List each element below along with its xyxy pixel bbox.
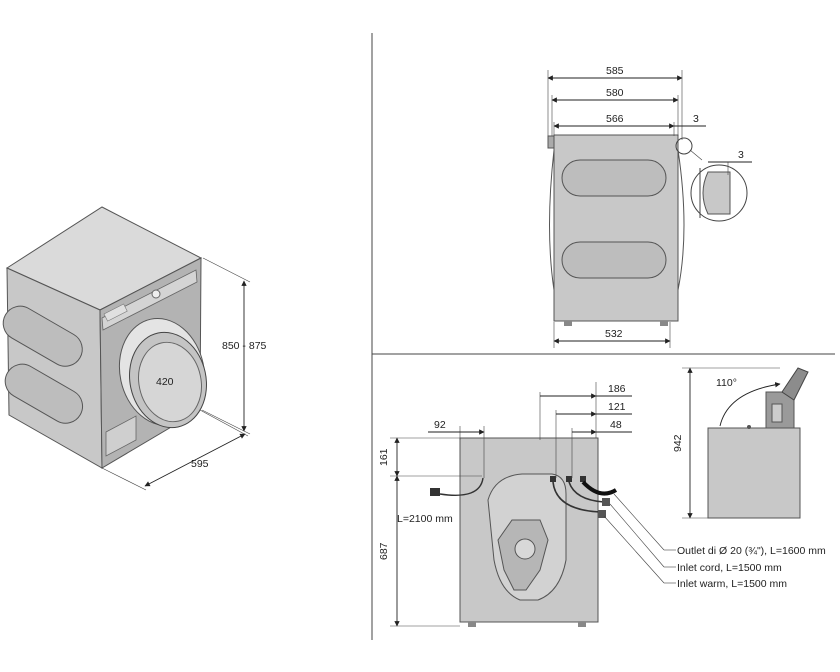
dim-585: 585 bbox=[606, 65, 624, 77]
width-dim-line bbox=[144, 433, 246, 487]
cord-length-label: L=2100 mm bbox=[397, 513, 453, 525]
width-label: 595 bbox=[191, 458, 209, 470]
dim-532: 532 bbox=[605, 328, 623, 340]
outlet-label: Outlet di Ø 20 (¾"), L=1600 mm bbox=[677, 545, 826, 557]
dim-566: 566 bbox=[606, 113, 624, 125]
rear-view-washer bbox=[430, 437, 618, 627]
dim-580: 580 bbox=[606, 87, 624, 99]
dim-161: 161 bbox=[378, 448, 390, 466]
lid-arc bbox=[719, 382, 781, 427]
isometric-washer bbox=[2, 206, 207, 469]
dim-942: 942 bbox=[672, 434, 684, 452]
dim-92: 92 bbox=[434, 419, 446, 431]
dim-121: 121 bbox=[608, 401, 626, 413]
side-view-washer bbox=[547, 134, 748, 326]
dim-186: 186 bbox=[608, 383, 626, 395]
dim-687: 687 bbox=[378, 542, 390, 560]
dim-48: 48 bbox=[610, 419, 622, 431]
height-label: 850 - 875 bbox=[222, 340, 267, 352]
lid-angle-label: 110° bbox=[716, 377, 737, 389]
inlet-cord-label: Inlet cord, L=1500 mm bbox=[677, 562, 782, 574]
door-diameter-label: 420 bbox=[156, 376, 174, 388]
lid-open-washer bbox=[707, 367, 809, 519]
inlet-warm-label: Inlet warm, L=1500 mm bbox=[677, 578, 787, 590]
dim-detail-3: 3 bbox=[738, 149, 744, 161]
dim-gap-3: 3 bbox=[693, 113, 699, 125]
